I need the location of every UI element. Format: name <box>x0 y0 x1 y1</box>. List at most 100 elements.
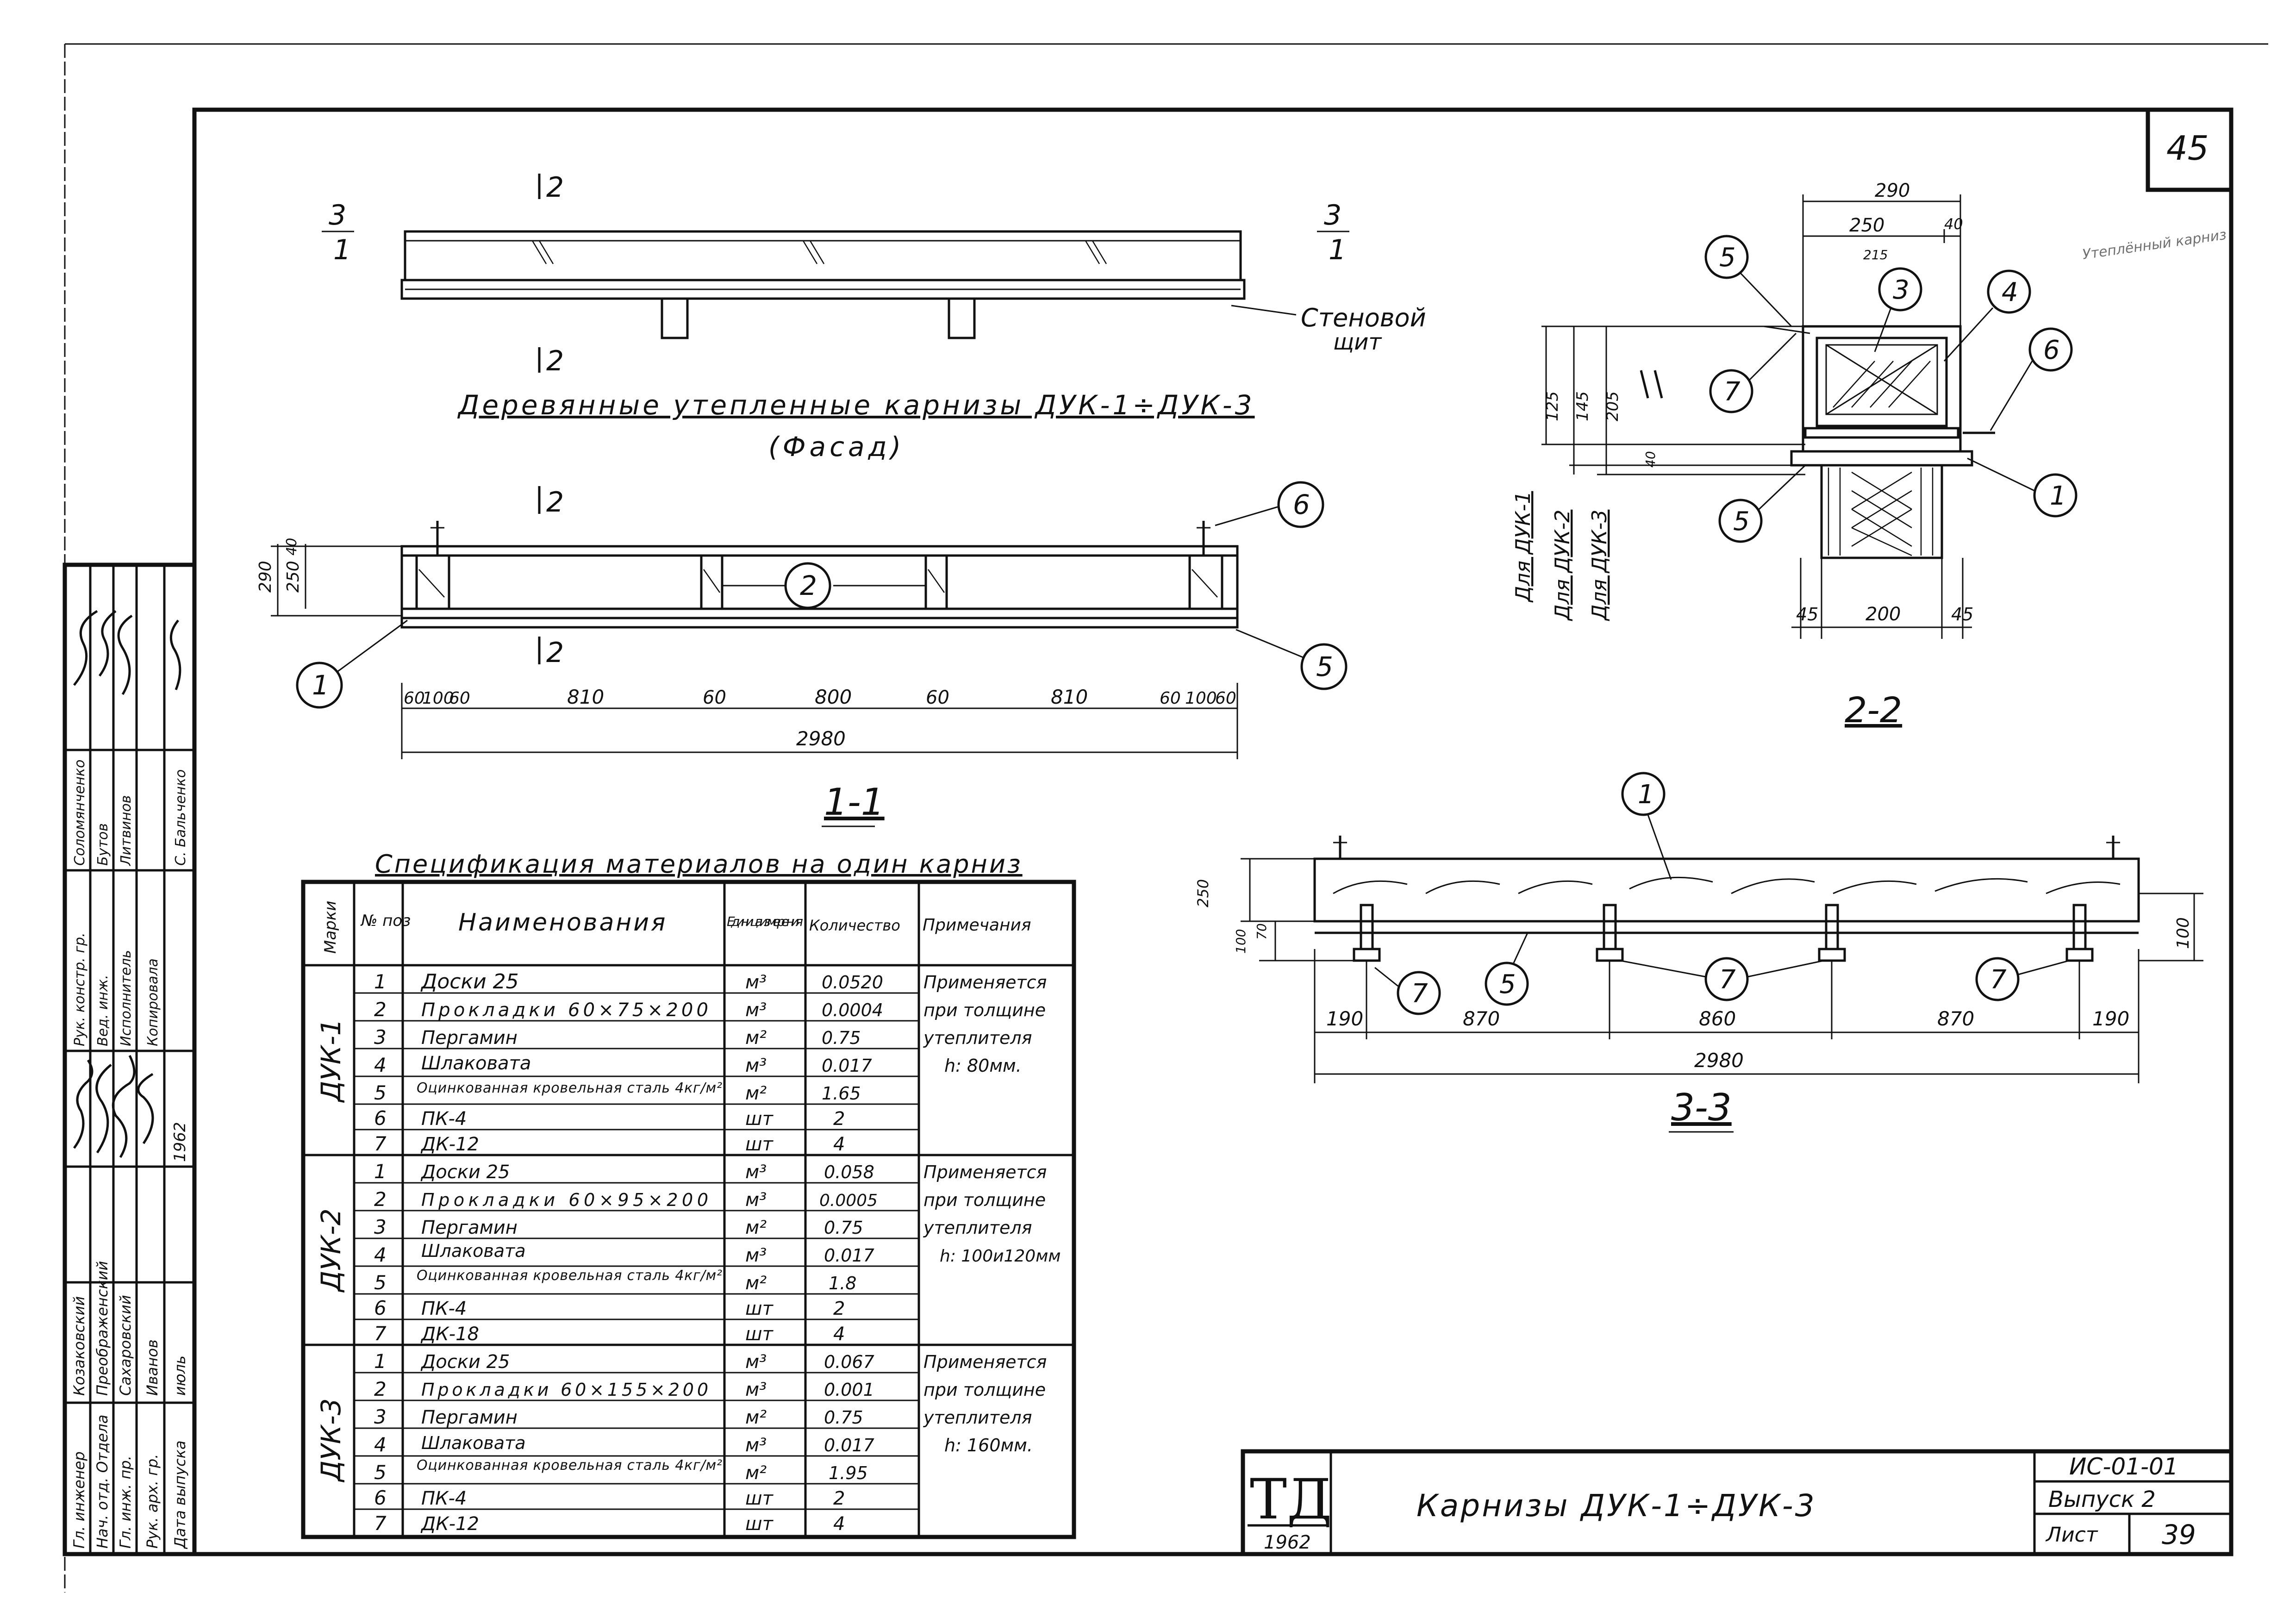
spec-row-name: Прокладки 60×95×200 <box>421 1190 708 1210</box>
section11-dim-inner: 250 <box>284 561 303 593</box>
spec-row-name: Доски 25 <box>420 1351 510 1373</box>
spec-row-unit: м³ <box>745 1162 767 1183</box>
spec-row-name: Шлаковата <box>421 1053 531 1074</box>
section33-dim-left-100: 100 <box>1233 929 1248 954</box>
spec-row-name: Прокладки 60×75×200 <box>421 999 708 1021</box>
spec-row-name: Шлаковата <box>421 1241 526 1261</box>
section22-callout: 1 <box>2050 481 2066 511</box>
section11-title: 1-1 <box>824 781 885 824</box>
spec-row-unit: м² <box>745 1407 767 1428</box>
section22-dim-205: 205 <box>1603 391 1622 421</box>
logo-year: 1962 <box>1264 1532 1311 1553</box>
spec-note: h: 80мм. <box>944 1056 1022 1076</box>
spec-row-unit: м³ <box>745 1245 767 1266</box>
section11-dim: 60 <box>926 687 949 708</box>
spec-row-name: Оцинкованная кровельная сталь 4кг/м² <box>417 1457 722 1474</box>
spec-title: Спецификация материалов на один карниз <box>375 849 1023 879</box>
section22-dim-top-b: 40 <box>1944 215 1963 233</box>
spec-mark: ДУК-1 <box>315 1018 347 1103</box>
section11-dim: 60 <box>1160 689 1181 708</box>
spec-row-unit: м³ <box>745 1435 767 1456</box>
spec-row-qty: 0.0005 <box>819 1191 878 1210</box>
stamp-name: Сахаровский <box>117 1295 134 1396</box>
spec-row-name: ДК-18 <box>420 1324 479 1345</box>
spec-row-pos: 2 <box>374 1188 387 1211</box>
section33-callout: 7 <box>1990 965 2007 995</box>
spec-row-unit: шт <box>745 1488 774 1509</box>
spec-header-pos: № поз <box>360 912 411 930</box>
spec-row-name: Пергамин <box>421 1407 518 1428</box>
spec-row-name: ДК-12 <box>420 1134 479 1155</box>
facade-marker-left-num: 3 <box>329 199 346 231</box>
facade-marker-right-den: 1 <box>1329 234 1346 266</box>
spec-row-pos: 5 <box>374 1081 387 1104</box>
stamp-role-2: Вед. инж. <box>95 974 111 1046</box>
spec-row-name: Оцинкованная кровельная сталь 4кг/м² <box>417 1080 722 1096</box>
spec-row-qty: 1.95 <box>829 1463 868 1483</box>
spec-row-pos: 7 <box>374 1512 387 1535</box>
section11-callout-6: 6 <box>1293 489 1310 520</box>
spec-row-unit: шт <box>745 1298 774 1319</box>
spec-row-unit: м² <box>745 1083 767 1104</box>
section11-cut-bottom: 2 <box>546 637 564 669</box>
stamp-name-2: Соломянченко <box>72 760 88 866</box>
section22-dim-top-note: 215 <box>1863 247 1888 262</box>
spec-row-unit: шт <box>745 1134 774 1155</box>
facade-wall-label-2: щит <box>1333 329 1382 355</box>
spec-row-pos: 1 <box>374 1350 387 1373</box>
logo: ТД <box>1250 1468 1332 1532</box>
doc-issue: Выпуск 2 <box>2048 1487 2156 1512</box>
section11-dim-overall: 2980 <box>796 727 846 750</box>
facade-marker-right-num: 3 <box>1324 199 1341 231</box>
spec-row-qty: 0.75 <box>824 1218 863 1238</box>
section33-dim-left-70: 70 <box>1254 923 1269 940</box>
section33-title: 3-3 <box>1671 1086 1732 1129</box>
spec-row-pos: 4 <box>374 1243 387 1266</box>
page-number-box: 45 <box>2146 110 2231 192</box>
spec-header-qty: Количество <box>809 917 900 934</box>
section22-label-duk1: Для ДУК-1 <box>1511 491 1535 603</box>
section33-callout: 7 <box>1719 965 1736 995</box>
stamp-name-2: Бутов <box>95 823 111 866</box>
section11-dim: 60 <box>1215 689 1236 708</box>
section22-callout: 5 <box>1719 243 1736 273</box>
section33-callout: 7 <box>1411 979 1428 1009</box>
spec-row-qty: 0.017 <box>824 1245 874 1266</box>
section11-dim: 100 <box>422 689 454 708</box>
stamp-name: Иванов <box>144 1339 161 1396</box>
spec-row-pos: 6 <box>374 1487 387 1509</box>
spec-row-unit: м³ <box>745 1189 767 1211</box>
section33-dim-bottom: 860 <box>1699 1007 1736 1030</box>
facade-cut-bottom: 2 <box>546 345 564 377</box>
drawing-title: Карнизы ДУК-1÷ДУК-3 <box>1416 1488 1816 1524</box>
spec-row-qty: 4 <box>833 1324 845 1345</box>
spec-row-name: Пергамин <box>421 1027 518 1049</box>
spec-row-qty: 4 <box>833 1513 845 1535</box>
section11-dim: 60 <box>703 687 726 708</box>
facade-marker-left-den: 1 <box>333 234 351 266</box>
stamp-role: Дата выпуска <box>171 1440 189 1549</box>
section22-dim-bottom: 45 <box>1796 604 1818 625</box>
spec-row-unit: м² <box>745 1027 767 1049</box>
stamp-name-2: С. Бальченко <box>173 769 189 866</box>
section22-callout: 6 <box>2043 335 2060 365</box>
stamp-name: Преображенский <box>94 1261 111 1396</box>
section22-callout: 4 <box>2002 277 2018 307</box>
spec-row-qty: 0.001 <box>824 1380 874 1400</box>
spec-row-qty: 1.65 <box>822 1083 861 1104</box>
section22-dim-125: 125 <box>1543 391 1562 421</box>
sheet-label: Лист <box>2045 1523 2098 1547</box>
section11-callout-2: 2 <box>800 570 817 601</box>
section33-callout: 1 <box>1638 780 1654 810</box>
spec-row-name: Доски 25 <box>420 970 519 993</box>
spec-note: h: 100и120мм <box>940 1247 1061 1266</box>
facade-title: Деревянные утепленные карнизы ДУК-1÷ДУК-… <box>457 389 1255 421</box>
spec-row-qty: 0.017 <box>822 1056 872 1076</box>
stamp-role: Гл. инженер <box>70 1451 88 1549</box>
section11-dim: 810 <box>567 686 604 708</box>
spec-row-name: ПК-4 <box>421 1298 467 1319</box>
spec-row-qty: 0.75 <box>824 1407 863 1428</box>
spec-note: h: 160мм. <box>944 1435 1033 1455</box>
section11-callout-5: 5 <box>1316 651 1333 682</box>
